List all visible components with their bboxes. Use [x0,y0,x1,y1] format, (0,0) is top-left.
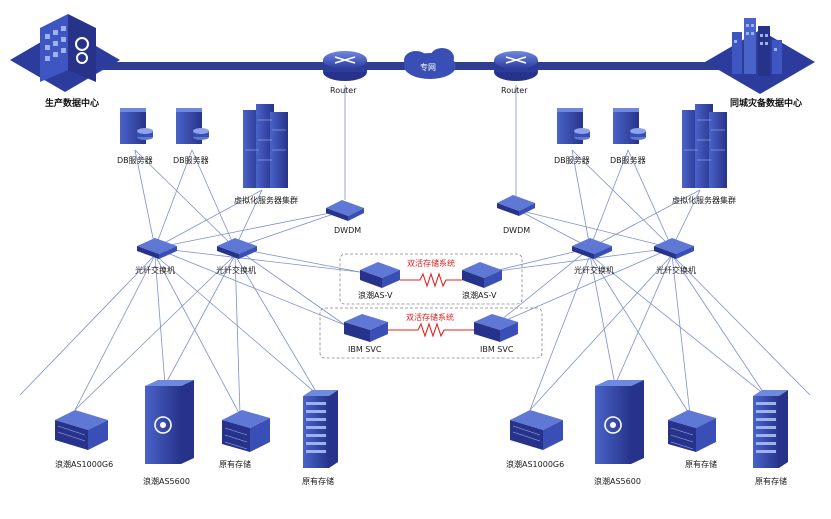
right-storage-legacy-1-icon [668,410,716,452]
right-virtualization-cluster-label: 虚拟化服务器集群 [672,195,736,205]
left-storage-as1000g6-icon [55,410,108,450]
left-dwdm-label: DWDM [334,226,361,235]
right-db-server-2-label: DB服务器 [610,155,646,165]
right-fc-switch-2-icon [654,238,694,259]
ha-group-2-node-right-label: IBM SVC [480,345,514,354]
backup-datacenter-icon [705,18,815,94]
ha-group-2-link [388,322,474,338]
private-network-label: 专网 [420,62,436,72]
private-network-cloud-icon [404,48,456,79]
ha-group-1-node-left-icon [360,262,400,288]
left-fc-switch-2-icon [217,238,257,259]
left-dwdm-icon [326,200,364,221]
left-storage-as1000g6-label: 浪潮AS1000G6 [55,459,113,469]
left-fc-switch-1-label: 光纤交换机 [135,265,175,275]
right-storage-legacy-1-label: 原有存储 [685,459,717,469]
right-dwdm-label: DWDM [503,226,530,235]
left-storage-legacy-1-label: 原有存储 [219,459,251,469]
left-virtualization-cluster-label: 虚拟化服务器集群 [234,195,298,205]
left-fc-switch-1-icon [137,238,177,259]
router-left-icon [323,51,367,81]
right-storage-as1000g6-icon [510,410,563,450]
ha-group-1-link [400,272,462,288]
router-right-label: Router [501,86,528,95]
left-storage-legacy-1-icon [222,410,270,452]
router-left-label: Router [330,86,357,95]
router-right-icon [494,51,538,81]
left-storage-as5600-label: 浪潮AS5600 [143,476,190,486]
ha-group-2-frame [319,307,543,359]
right-fc-switch-1-icon [572,238,612,259]
left-virtualization-cluster-icon [243,104,288,188]
left-fc-switch-2-label: 光纤交换机 [216,265,256,275]
ha-group-1-title: 双活存储系统 [407,258,455,268]
production-datacenter-label: 生产数据中心 [45,97,99,109]
right-virtualization-cluster-icon [682,104,727,188]
left-db-server-1-label: DB服务器 [117,155,153,165]
right-storage-as1000g6-label: 浪潮AS1000G6 [506,459,564,469]
right-dwdm-icon [497,195,535,216]
ha-group-2: 双活存储系统 IBM SVC IBM SVC [319,307,543,359]
right-storage-as5600-label: 浪潮AS5600 [594,476,641,486]
left-storage-legacy-2-icon [303,390,338,468]
ha-group-1-node-right-icon [462,262,502,288]
right-storage-legacy-2-label: 原有存储 [755,476,787,486]
ha-group-2-node-right-icon [474,314,518,342]
ha-group-2-title: 双活存储系统 [406,312,454,322]
ha-group-1-node-right-label: 浪潮AS-V [462,290,497,300]
right-fc-switch-2-label: 光纤交换机 [656,265,696,275]
link-lines [19,85,811,416]
ha-group-2-node-left-icon [344,314,388,342]
ha-group-1-node-left-label: 浪潮AS-V [358,290,393,300]
ha-group-2-node-left-label: IBM SVC [348,345,382,354]
right-storage-as5600-icon [595,380,644,464]
ha-group-1-frame [339,253,523,305]
production-datacenter-icon [10,14,120,92]
right-storage-legacy-2-icon [753,390,788,468]
backup-datacenter-label: 同城灾备数据中心 [730,97,802,109]
left-db-server-1-icon [120,108,153,144]
ha-group-1: 双活存储系统 浪潮AS-V 浪潮AS-V [339,253,523,305]
right-db-server-1-label: DB服务器 [554,155,590,165]
left-db-server-2-label: DB服务器 [173,155,209,165]
right-db-server-2-icon [613,108,646,144]
left-storage-as5600-icon [145,380,194,464]
right-fc-switch-1-label: 光纤交换机 [574,265,614,275]
left-storage-legacy-2-label: 原有存储 [302,476,334,486]
right-db-server-1-icon [557,108,590,144]
left-db-server-2-icon [176,108,209,144]
